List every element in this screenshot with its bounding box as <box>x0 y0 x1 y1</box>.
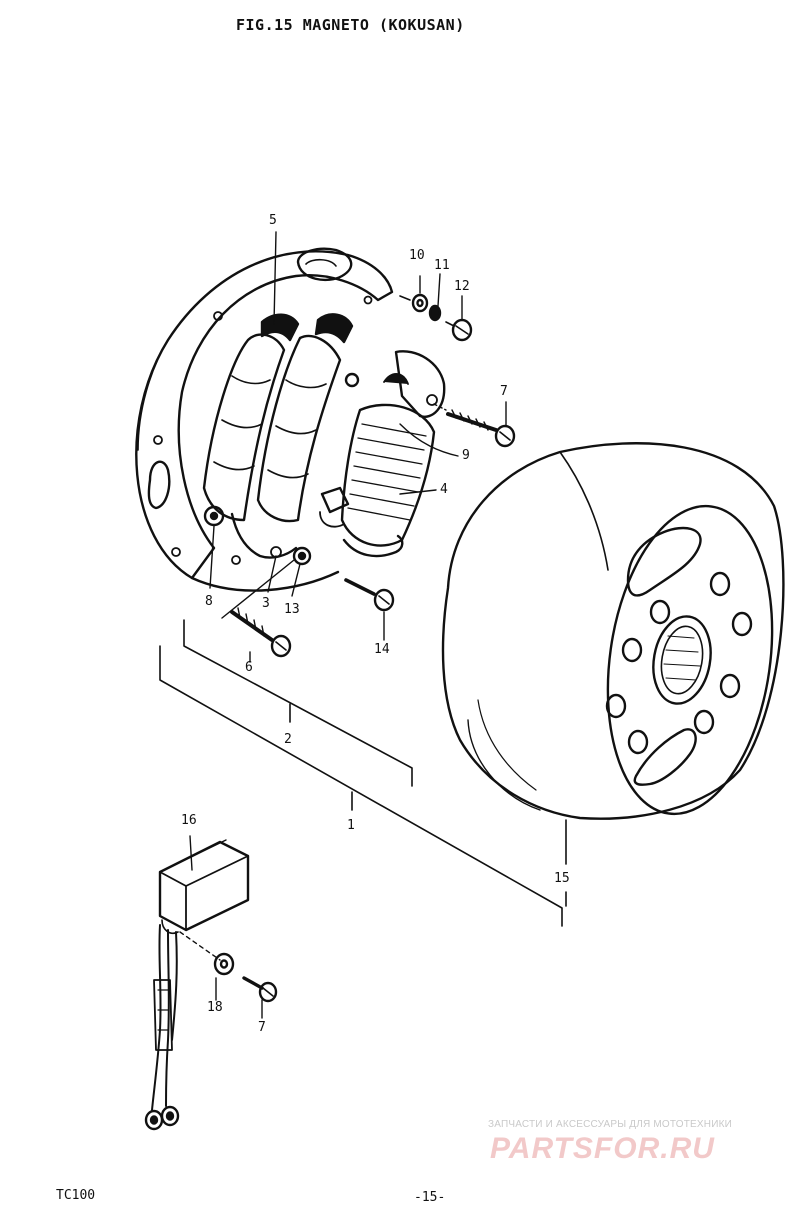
callout-16: 16 <box>181 813 197 828</box>
washer-10 <box>411 293 429 313</box>
assembly-bracket-1 <box>159 645 567 927</box>
flywheel-rotor <box>441 442 785 820</box>
callout-15: 15 <box>554 871 570 886</box>
washer-18 <box>213 952 235 976</box>
stator-coil-center <box>256 313 354 523</box>
screw-6 <box>230 607 292 658</box>
watermark-logo: PARTSFOR.RU <box>490 1132 715 1165</box>
callout-9: 9 <box>462 448 470 463</box>
page-number: -15- <box>414 1190 446 1205</box>
stator-coil-left <box>202 313 300 522</box>
cdi-mount-axis-line <box>179 931 221 961</box>
cdi-unit <box>158 839 250 935</box>
watermark-tagline: ЗАПЧАСТИ И АКСЕССУАРЫ ДЛЯ МОТОТЕХНИКИ <box>488 1119 733 1130</box>
callout-12: 12 <box>454 279 470 294</box>
callout-1: 1 <box>347 818 355 833</box>
lock-washer-11 <box>428 304 442 322</box>
callout-10: 10 <box>409 248 425 263</box>
callout-7-lower: 7 <box>258 1020 266 1035</box>
screw-12 <box>445 318 473 342</box>
model-code: TC100 <box>56 1188 96 1203</box>
stator-coil-lower-bracket <box>203 486 404 559</box>
screw-7-axis-line <box>433 403 447 411</box>
figure-title: FIG.15 MAGNETO (KOKUSAN) <box>236 16 465 34</box>
callout-13: 13 <box>284 602 300 617</box>
callout-11: 11 <box>434 258 450 273</box>
callout-leader-lines <box>189 231 507 1019</box>
callout-14: 14 <box>374 642 390 657</box>
callout-2: 2 <box>284 732 292 747</box>
screw-7-lower <box>242 976 278 1003</box>
callout-18: 18 <box>207 1000 223 1015</box>
callout-7-upper: 7 <box>500 384 508 399</box>
screw-12-axis-line <box>399 295 411 301</box>
stator-base-plate <box>135 247 394 592</box>
callout-5: 5 <box>269 213 277 228</box>
callout-4: 4 <box>440 482 448 497</box>
callout-6: 6 <box>245 660 253 675</box>
screw-14 <box>344 578 395 612</box>
screw-7-upper <box>446 409 516 448</box>
assembly-bracket-2 <box>183 619 413 787</box>
cdi-wires <box>144 924 180 1131</box>
callout-8: 8 <box>205 594 213 609</box>
callout-3: 3 <box>262 596 270 611</box>
